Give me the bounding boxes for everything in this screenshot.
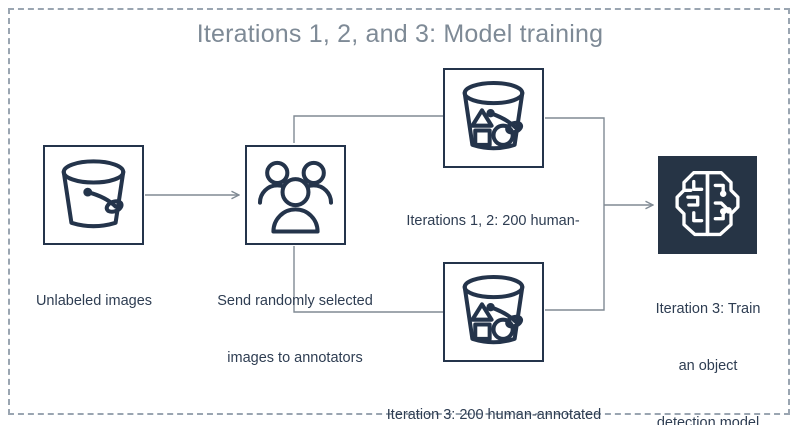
caption-line: Iteration 3: Train [655,301,761,317]
bucket-with-shapes-icon [462,274,525,345]
caption-validation-labels: Iteration 3: 200 human-annotated validat… [363,368,625,425]
bucket-with-shapes-icon [462,80,525,151]
caption-line: Iteration 3: 200 human-annotated [386,407,602,423]
caption-model: Iteration 3: Train an object detection m… [628,262,788,425]
people-group-icon [257,160,334,234]
node-training-labels [443,68,544,168]
caption-line: Send randomly selected [217,293,373,309]
caption-unlabeled-images: Unlabeled images [14,254,174,349]
node-annotators [245,145,346,245]
node-unlabeled-images [43,145,144,245]
ai-brain-circuit-icon [675,170,740,237]
caption-line: an object [678,358,738,374]
caption-line: images to annotators [227,350,363,366]
caption-line: detection model [656,415,760,425]
caption-annotators: Send randomly selected images to annotat… [195,254,395,406]
figure-title: Iterations 1, 2, and 3: Model training [196,20,604,48]
caption-line: Iterations 1, 2: 200 human- [406,213,580,229]
bucket-icon [61,159,126,229]
caption-line: Unlabeled images [35,293,153,309]
node-model [658,156,757,254]
node-validation-labels [443,262,544,362]
